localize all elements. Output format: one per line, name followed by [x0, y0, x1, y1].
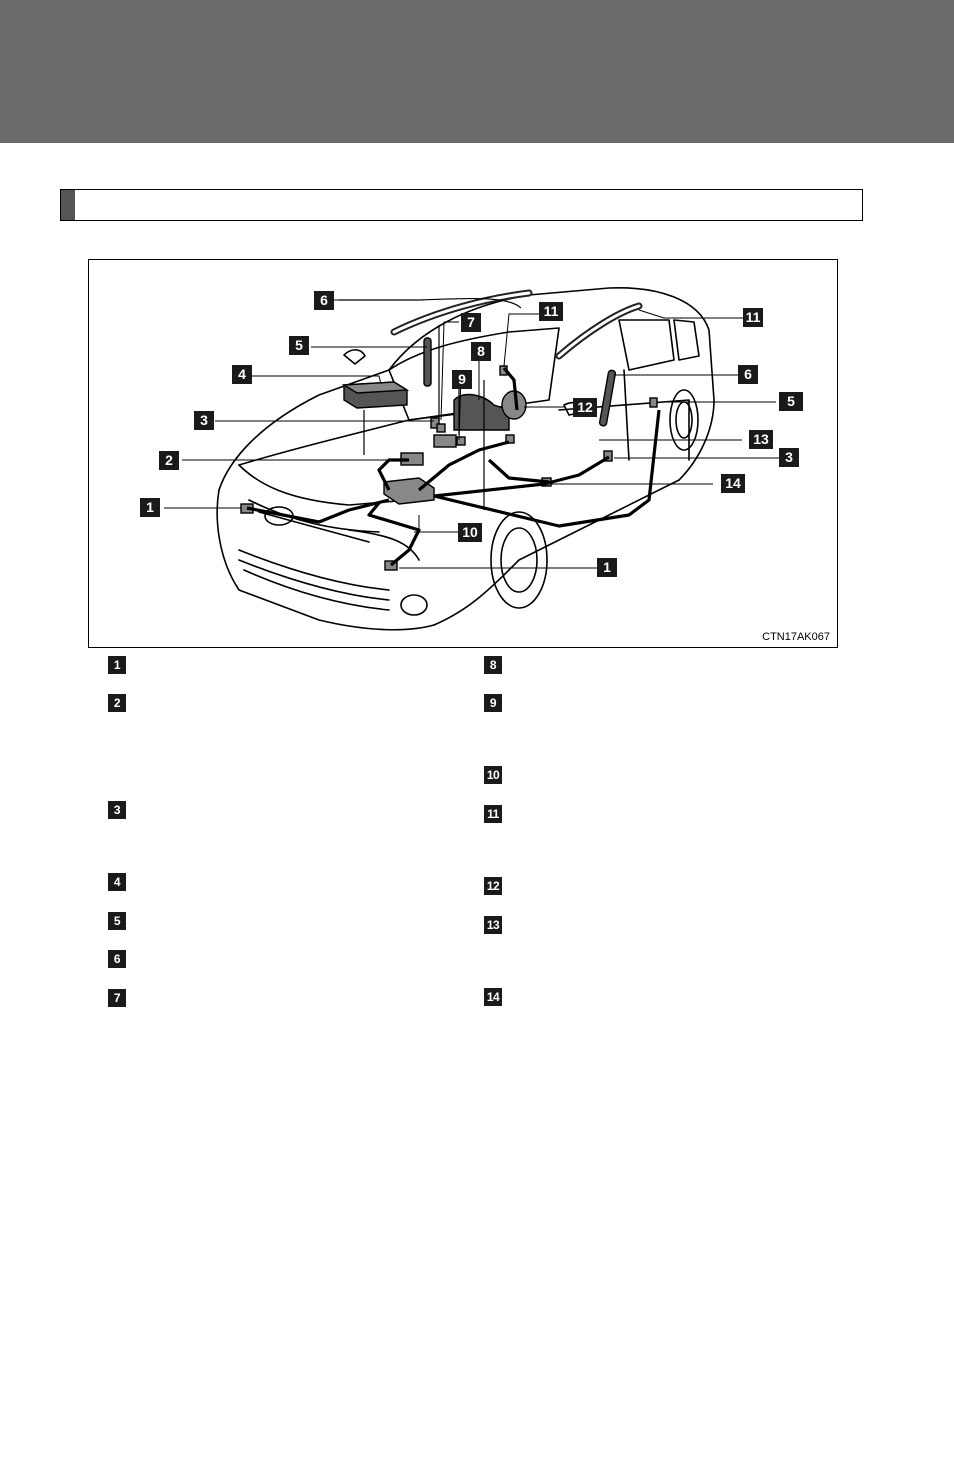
legend-key-8: 8: [484, 656, 502, 674]
callout-5-right: 6: [738, 365, 758, 384]
legend-key-5: 5: [108, 912, 126, 930]
legend-key-13: 13: [484, 916, 502, 934]
callout-6-left: 6: [314, 291, 334, 310]
callout-10: 10: [458, 523, 482, 542]
callout-3-right: 3: [779, 448, 799, 467]
legend-key-14: 14: [484, 988, 502, 1006]
callout-6-right: 11: [743, 308, 763, 327]
legend-key-10: 10: [484, 766, 502, 784]
callout-13: 13: [749, 430, 773, 449]
legend-key-2: 2: [108, 694, 126, 712]
section-accent: [61, 190, 75, 220]
figure-code: CTN17AK067: [762, 631, 830, 643]
airbag-locations-figure: 6 7 11 5 8 4 9 3 12 2 1 10 1 11 6 5 13 3…: [88, 259, 838, 648]
callout-8: 8: [471, 342, 491, 361]
legend-key-6: 6: [108, 950, 126, 968]
legend-key-9: 9: [484, 694, 502, 712]
callout-11-top: 11: [539, 302, 563, 321]
callout-9: 9: [452, 370, 472, 389]
callout-1-left: 1: [140, 498, 160, 517]
header-band: [0, 0, 954, 143]
callout-4: 4: [232, 365, 252, 384]
legend-key-12: 12: [484, 877, 502, 895]
callout-14: 14: [721, 474, 745, 493]
legend-key-1: 1: [108, 656, 126, 674]
legend-key-4: 4: [108, 873, 126, 891]
legend-key-3: 3: [108, 801, 126, 819]
callout-11-right: 5: [779, 392, 803, 411]
section-title-bar: [60, 189, 863, 221]
callout-1-right: 1: [597, 558, 617, 577]
car-illustration: [164, 287, 779, 631]
callout-2: 2: [159, 451, 179, 470]
callout-12: 12: [573, 398, 597, 417]
callout-7: 7: [461, 313, 481, 332]
callout-5-left: 5: [289, 336, 309, 355]
legend-key-11: 11: [484, 805, 502, 823]
legend-key-7: 7: [108, 989, 126, 1007]
callout-3-left: 3: [194, 411, 214, 430]
